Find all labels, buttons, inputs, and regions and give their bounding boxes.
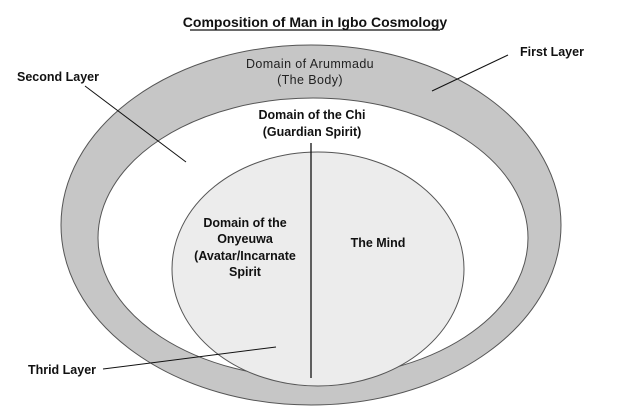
first-layer-leader-line <box>431 54 509 92</box>
onyeuwa-domain-label-line4: Spirit <box>229 265 262 279</box>
second-layer-label: Second Layer <box>17 70 99 84</box>
mind-label: The Mind <box>351 236 406 250</box>
second-layer-leader-line <box>84 85 187 163</box>
onyeuwa-domain-label-line3: (Avatar/Incarnate <box>194 249 296 263</box>
first-layer-label: First Layer <box>520 45 584 59</box>
chi-domain-sublabel: (Guardian Spirit) <box>263 125 362 139</box>
third-layer-label: Thrid Layer <box>28 363 96 377</box>
diagram-title: Composition of Man in Igbo Cosmology <box>183 14 448 30</box>
onyeuwa-domain-label-line2: Onyeuwa <box>217 232 274 246</box>
inner-circle-third-layer <box>171 151 465 387</box>
onyeuwa-domain-label-line1: Domain of the <box>203 216 286 230</box>
chi-domain-label: Domain of the Chi <box>259 108 366 122</box>
body-domain-label: Domain of Arummadu <box>246 57 374 71</box>
third-layer-leader-line <box>102 346 277 370</box>
body-domain-sublabel: (The Body) <box>277 73 343 87</box>
